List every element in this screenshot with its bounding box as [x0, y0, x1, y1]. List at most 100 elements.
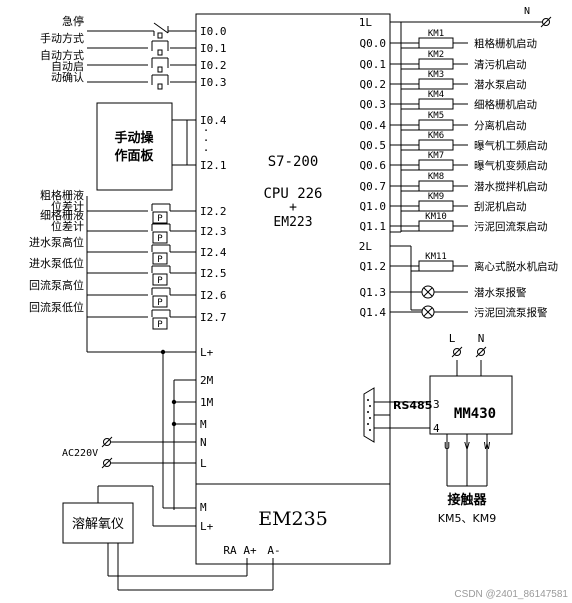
terminal-slash	[451, 346, 463, 358]
terminal-slash	[101, 436, 113, 448]
input-label: 粗格栅液	[40, 188, 84, 202]
contactor-label: KM2	[428, 50, 444, 60]
contactor-label: KM3	[428, 70, 444, 80]
p-switch-symbol: P	[157, 214, 163, 224]
em235-aplus-terminal: A+	[243, 544, 257, 557]
output-label: 曝气机工频启动	[474, 139, 548, 152]
input-label: 进水泵低位	[29, 256, 84, 270]
plc-cpu: CPU 226	[263, 186, 322, 202]
contactor-coil	[418, 58, 454, 70]
contactor-coil	[418, 37, 454, 49]
manual-panel-label: 作面板	[114, 148, 154, 164]
p-switch-box	[152, 231, 168, 244]
p-switch-symbol: P	[157, 320, 163, 330]
output-label: 离心式脱水机启动	[474, 260, 558, 273]
em235-aminus-terminal: A-	[267, 544, 280, 557]
input-label: 进水泵高位	[29, 235, 84, 249]
switch-blade	[153, 22, 169, 34]
inverter-v-label: V	[464, 441, 470, 452]
plc-terminal-label: 2M	[200, 374, 214, 387]
do-meter-label: 溶解氧仪	[72, 517, 124, 532]
terminal-slash	[475, 346, 487, 358]
em235-ra-terminal: RA	[223, 544, 237, 557]
output-label: 刮泥机启动	[474, 200, 527, 213]
connector-pin	[369, 429, 371, 431]
watermark: CSDN @2401_86147581	[454, 589, 568, 600]
input-label: 位差计	[51, 199, 84, 213]
em235-title: EM235	[258, 508, 328, 530]
input-label: 位差计	[51, 219, 84, 233]
input-label: 细格栅液	[40, 208, 84, 222]
output-label: 细格栅机启动	[474, 98, 537, 111]
switch-gap	[148, 44, 170, 52]
terminal-slash	[101, 457, 113, 469]
input-address: I2.6	[200, 289, 227, 302]
contactor-coil	[418, 139, 454, 151]
contactor-coil	[418, 119, 454, 131]
manual-panel-label: 手动操	[114, 130, 153, 146]
plc-terminal-label: L+	[200, 346, 214, 359]
em235-lplus-terminal: L+	[200, 520, 214, 533]
connector-pin	[367, 423, 369, 425]
switch-gap	[148, 207, 170, 215]
contactor-coil	[418, 180, 454, 192]
input-label: 急停	[62, 14, 84, 28]
output-address: Q0.5	[360, 139, 387, 152]
panel-start-address: I0.4	[200, 114, 227, 127]
plc-plus: +	[289, 200, 297, 215]
inverter-l-label: L	[449, 332, 456, 345]
connector-pin	[367, 399, 369, 401]
panel-range-dots: ·	[203, 144, 210, 157]
p-switch-symbol: P	[157, 255, 163, 265]
output-label: 分离机启动	[474, 119, 527, 132]
switch-actuator	[157, 49, 163, 56]
output-address: Q0.2	[360, 78, 387, 91]
input-address: I0.1	[200, 42, 227, 55]
output-label: 粗格栅机启动	[474, 37, 537, 50]
panel-range-dots: ·	[203, 124, 210, 137]
inverter-n-label: N	[478, 332, 485, 345]
plc-terminal-label: L	[200, 457, 207, 470]
connector-pin	[369, 405, 371, 407]
p-switch-symbol: P	[157, 234, 163, 244]
p-switch-box	[152, 252, 168, 265]
output-address: Q0.1	[360, 58, 387, 71]
p-switch-box	[152, 211, 168, 224]
input-address: I0.3	[200, 76, 227, 89]
panel-end-address: I2.1	[200, 159, 227, 172]
neutral-label: N	[524, 6, 530, 17]
switch-gap	[148, 78, 170, 86]
output-address: Q0.0	[360, 37, 387, 50]
plc-terminal-label: M	[200, 418, 207, 431]
switch-gap	[148, 227, 170, 235]
input-address: I2.7	[200, 311, 227, 324]
contactor-label: KM5	[428, 111, 444, 121]
contactor-coil	[418, 200, 454, 212]
connector-pin	[367, 411, 369, 413]
input-address: I2.2	[200, 205, 227, 218]
input-address: I2.5	[200, 267, 227, 280]
plc-model: S7-200	[268, 154, 319, 170]
lamp-cross	[423, 287, 433, 297]
input-label: 手动方式	[40, 31, 84, 45]
manual-panel-box	[96, 102, 173, 191]
rs485-label: RS485	[393, 399, 432, 412]
contactor-label: KM10	[425, 212, 447, 222]
junction-dot	[171, 399, 177, 405]
output-address: Q0.6	[360, 159, 387, 172]
output-address: Q1.2	[360, 260, 387, 273]
contactor-label: KM6	[428, 131, 444, 141]
p-switch-symbol: P	[157, 276, 163, 286]
inverter-w-label: W	[484, 441, 491, 452]
input-label: 回流泵低位	[29, 300, 84, 314]
output-label: 污泥回流泵启动	[474, 220, 548, 233]
p-switch-symbol: P	[157, 298, 163, 308]
contactor-coil	[418, 159, 454, 171]
input-label: 自动启	[51, 60, 84, 73]
output-label: 污泥回流泵报警	[474, 306, 548, 319]
output-address: Q1.4	[360, 306, 387, 319]
input-label: 回流泵高位	[29, 278, 84, 292]
contactor-label: KM9	[428, 192, 444, 202]
switch-gap	[148, 248, 170, 256]
junction-dot	[171, 421, 177, 427]
